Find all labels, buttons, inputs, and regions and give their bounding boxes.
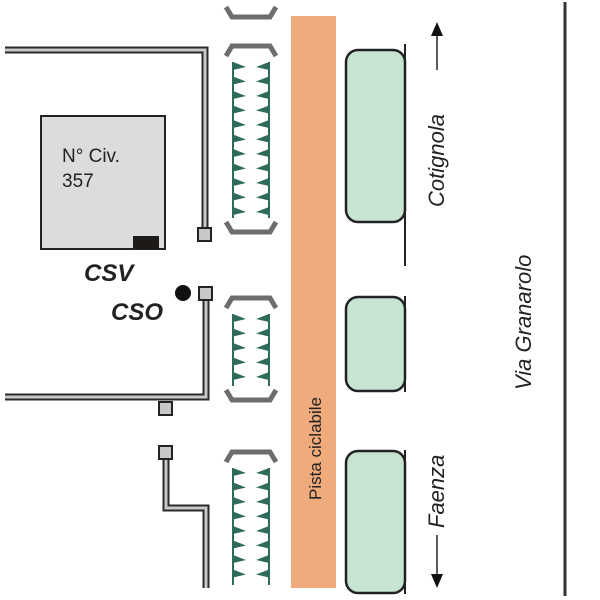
shrub-icon [233,468,246,476]
direction-south-label: Faenza [424,455,449,528]
shrub-icon [233,569,246,578]
planter-curb-top [223,449,279,464]
shrub-icon [256,511,269,520]
direction-north: Cotignola [424,22,449,207]
planter-curb-top [223,295,279,310]
meter-box [133,236,159,249]
shrub-icon [233,314,246,322]
shrub-icon [256,328,269,337]
shrub-icon [256,357,269,366]
cso-marker [175,285,191,301]
shrub-icon [256,569,269,578]
fence-top [5,46,212,242]
shrub-icon [233,178,246,186]
shrub-icon [256,76,269,85]
shrub-icon [256,372,269,380]
fence-post [158,401,173,416]
hedge-planter [223,43,279,235]
bike-path [291,16,336,588]
shrub-icon [233,343,246,351]
shrub-icon [233,540,246,549]
building-outline [40,115,166,250]
arrow-up-icon [431,22,443,36]
bike-path-label: Pista ciclabile [306,397,325,500]
shrub-icon [233,328,246,337]
shrub-icon [233,192,246,201]
shrub-icon [233,372,246,380]
shrub-icon [256,314,269,322]
shrub-icon [256,540,269,549]
shrub-icon [233,555,246,563]
shrub-icon [256,120,269,128]
fence-middle [5,286,213,416]
direction-north-label: Cotignola [424,114,449,207]
shrub-icon [233,207,246,215]
shrub-icon [256,343,269,351]
shrub-icon [233,163,246,172]
shrub-icon [233,120,246,128]
shrub-icon [233,91,246,99]
shrub-icon [256,62,269,70]
green-island [344,48,407,224]
building: N° Civ. 357 [40,115,166,250]
csv-label: CSV [84,260,135,287]
planter-curb-bottom [223,388,279,403]
shrub-icon [233,149,246,157]
hedge-planter [223,449,279,585]
planter-curb-bottom [223,220,279,235]
shrub-icon [256,178,269,186]
green-island [344,295,407,393]
building-number-value: 357 [62,171,94,192]
shrub-icon [256,207,269,215]
direction-south: Faenza [424,455,449,588]
shrub-icon [233,105,246,114]
shrub-icon [256,149,269,157]
shrub-icon [256,91,269,99]
street-label: Via Granarolo [511,255,536,390]
shrub-icon [256,497,269,505]
shrub-icon [256,482,269,491]
shrub-icon [233,511,246,520]
planter-curb-top [223,43,279,58]
hedge-planters [223,5,279,585]
cso-label: CSO [111,299,163,326]
shrub-icon [256,468,269,476]
shrub-icon [233,357,246,366]
fence-post [158,445,173,460]
fence-post [197,227,212,242]
shrub-icon [256,134,269,143]
planter-curb-bottom [223,5,279,20]
shrub-icon [256,526,269,534]
fence-bottom [158,445,210,588]
shrub-icon [256,163,269,172]
arrow-down-icon [431,574,443,588]
shrub-icon [256,555,269,563]
shrub-icon [233,76,246,85]
shrub-icon [233,526,246,534]
shrub-icon [233,482,246,491]
building-number-label: N° Civ. [62,146,120,167]
shrub-icon [233,497,246,505]
fence-post [198,286,213,301]
shrub-icon [233,134,246,143]
shrub-icon [256,192,269,201]
shrub-icon [256,105,269,114]
green-island [344,449,407,595]
hedge-planter [223,295,279,403]
shrub-icon [233,62,246,70]
